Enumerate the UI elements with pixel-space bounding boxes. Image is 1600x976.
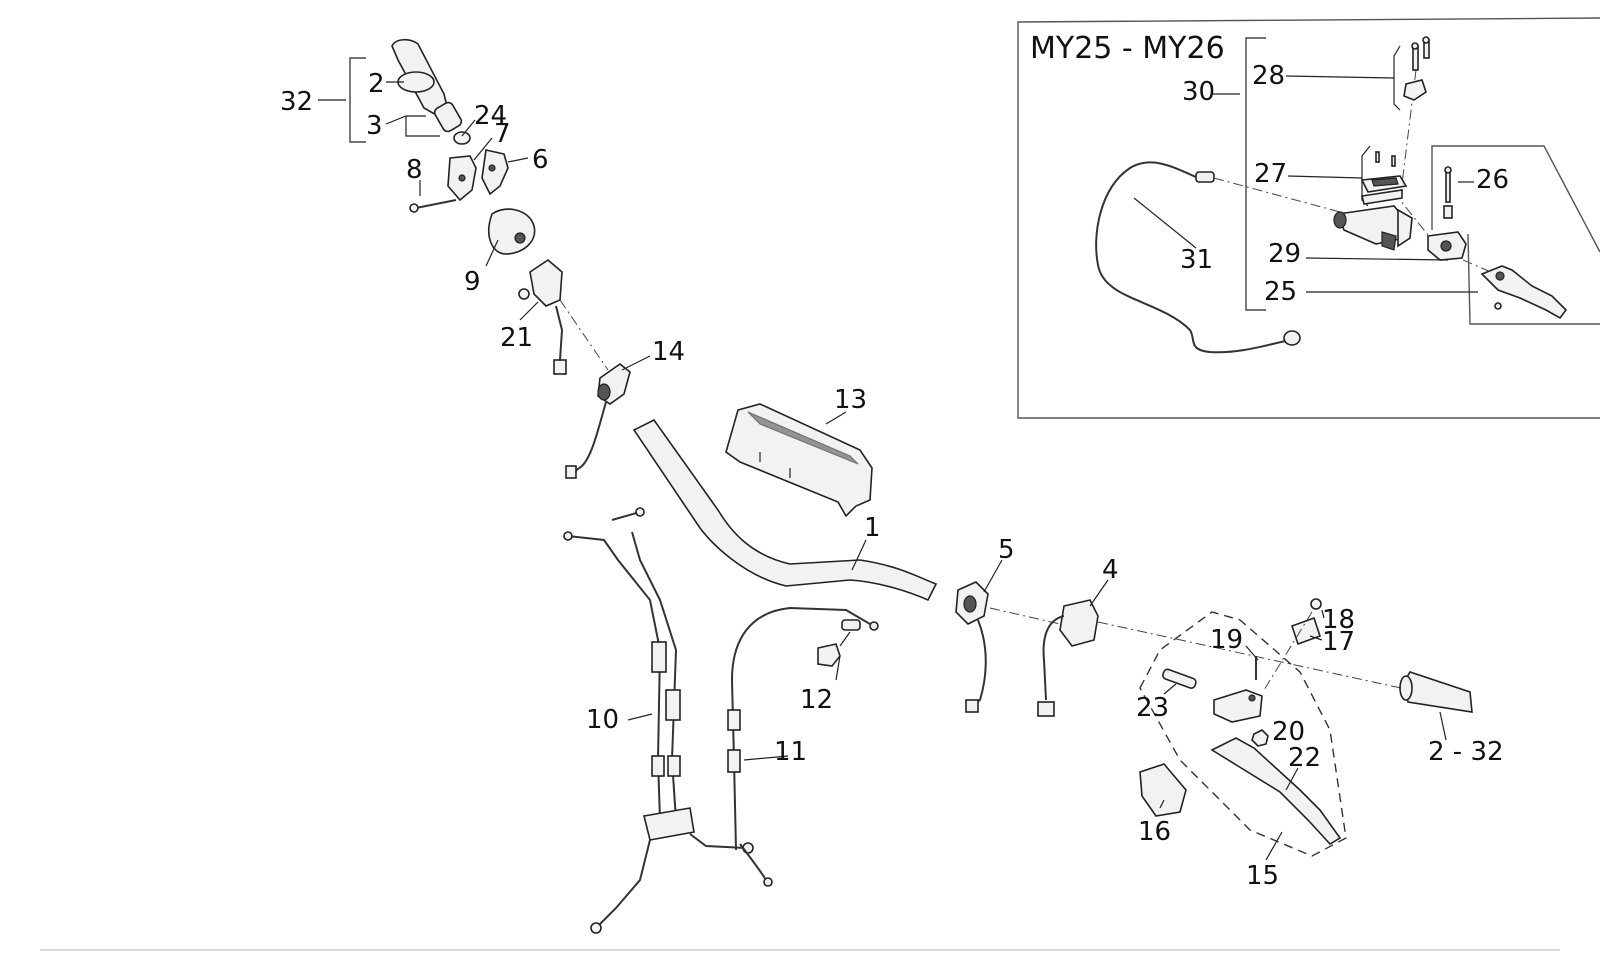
clutch-cable <box>1095 161 1291 354</box>
label-20: 20 <box>1272 717 1305 747</box>
label-23: 23 <box>1136 693 1169 723</box>
label-2-32: 2 - 32 <box>1428 737 1504 767</box>
label-31: 31 <box>1180 245 1213 275</box>
label-13: 13 <box>834 385 867 415</box>
clutch-lever-clamp <box>1427 231 1467 261</box>
label-28: 28 <box>1252 61 1285 91</box>
instrument-cluster <box>725 403 873 518</box>
inset-panel: MY25 - MY26 <box>1017 17 1600 419</box>
label-8: 8 <box>406 155 423 185</box>
label-16: 16 <box>1138 817 1171 847</box>
label-7: 7 <box>494 119 511 149</box>
label-1: 1 <box>864 513 881 543</box>
label-32: 32 <box>280 87 313 117</box>
label-30: 30 <box>1182 77 1215 107</box>
label-4: 4 <box>1102 555 1119 585</box>
label-6: 6 <box>532 145 549 175</box>
part-labels: 32 2 3 24 7 6 8 9 21 14 13 1 5 4 10 11 1… <box>280 61 1509 891</box>
label-18: 18 <box>1322 605 1355 635</box>
label-25: 25 <box>1264 277 1297 307</box>
right-controls <box>955 559 1411 717</box>
label-27: 27 <box>1254 159 1287 189</box>
clutch-cable-main <box>727 606 879 887</box>
label-29: 29 <box>1268 239 1301 269</box>
brake-lever-group <box>1139 598 1347 861</box>
label-9: 9 <box>464 267 481 297</box>
label-11: 11 <box>774 737 807 767</box>
label-24: 24 <box>474 101 507 131</box>
label-26: 26 <box>1476 165 1509 195</box>
reservoir-cover <box>1360 151 1408 205</box>
clutch-master-cylinder <box>1333 205 1413 251</box>
label-21: 21 <box>500 323 533 353</box>
label-14: 14 <box>652 337 685 367</box>
label-19: 19 <box>1210 625 1243 655</box>
clutch-lever <box>1467 233 1600 325</box>
inset-title: MY25 - MY26 <box>1030 31 1225 66</box>
label-15: 15 <box>1246 861 1279 891</box>
label-5: 5 <box>998 535 1015 565</box>
clutch-clamp <box>1403 36 1430 101</box>
label-17: 17 <box>1322 627 1355 657</box>
handlebar <box>632 418 938 602</box>
label-3: 3 <box>366 111 383 141</box>
left-grip-group <box>318 38 651 479</box>
label-2: 2 <box>368 69 385 99</box>
cable-adjuster <box>817 631 851 681</box>
label-12: 12 <box>800 685 833 715</box>
throttle-cables <box>563 507 754 934</box>
label-10: 10 <box>586 705 619 735</box>
right-grip <box>1399 671 1473 741</box>
label-22: 22 <box>1288 743 1321 773</box>
